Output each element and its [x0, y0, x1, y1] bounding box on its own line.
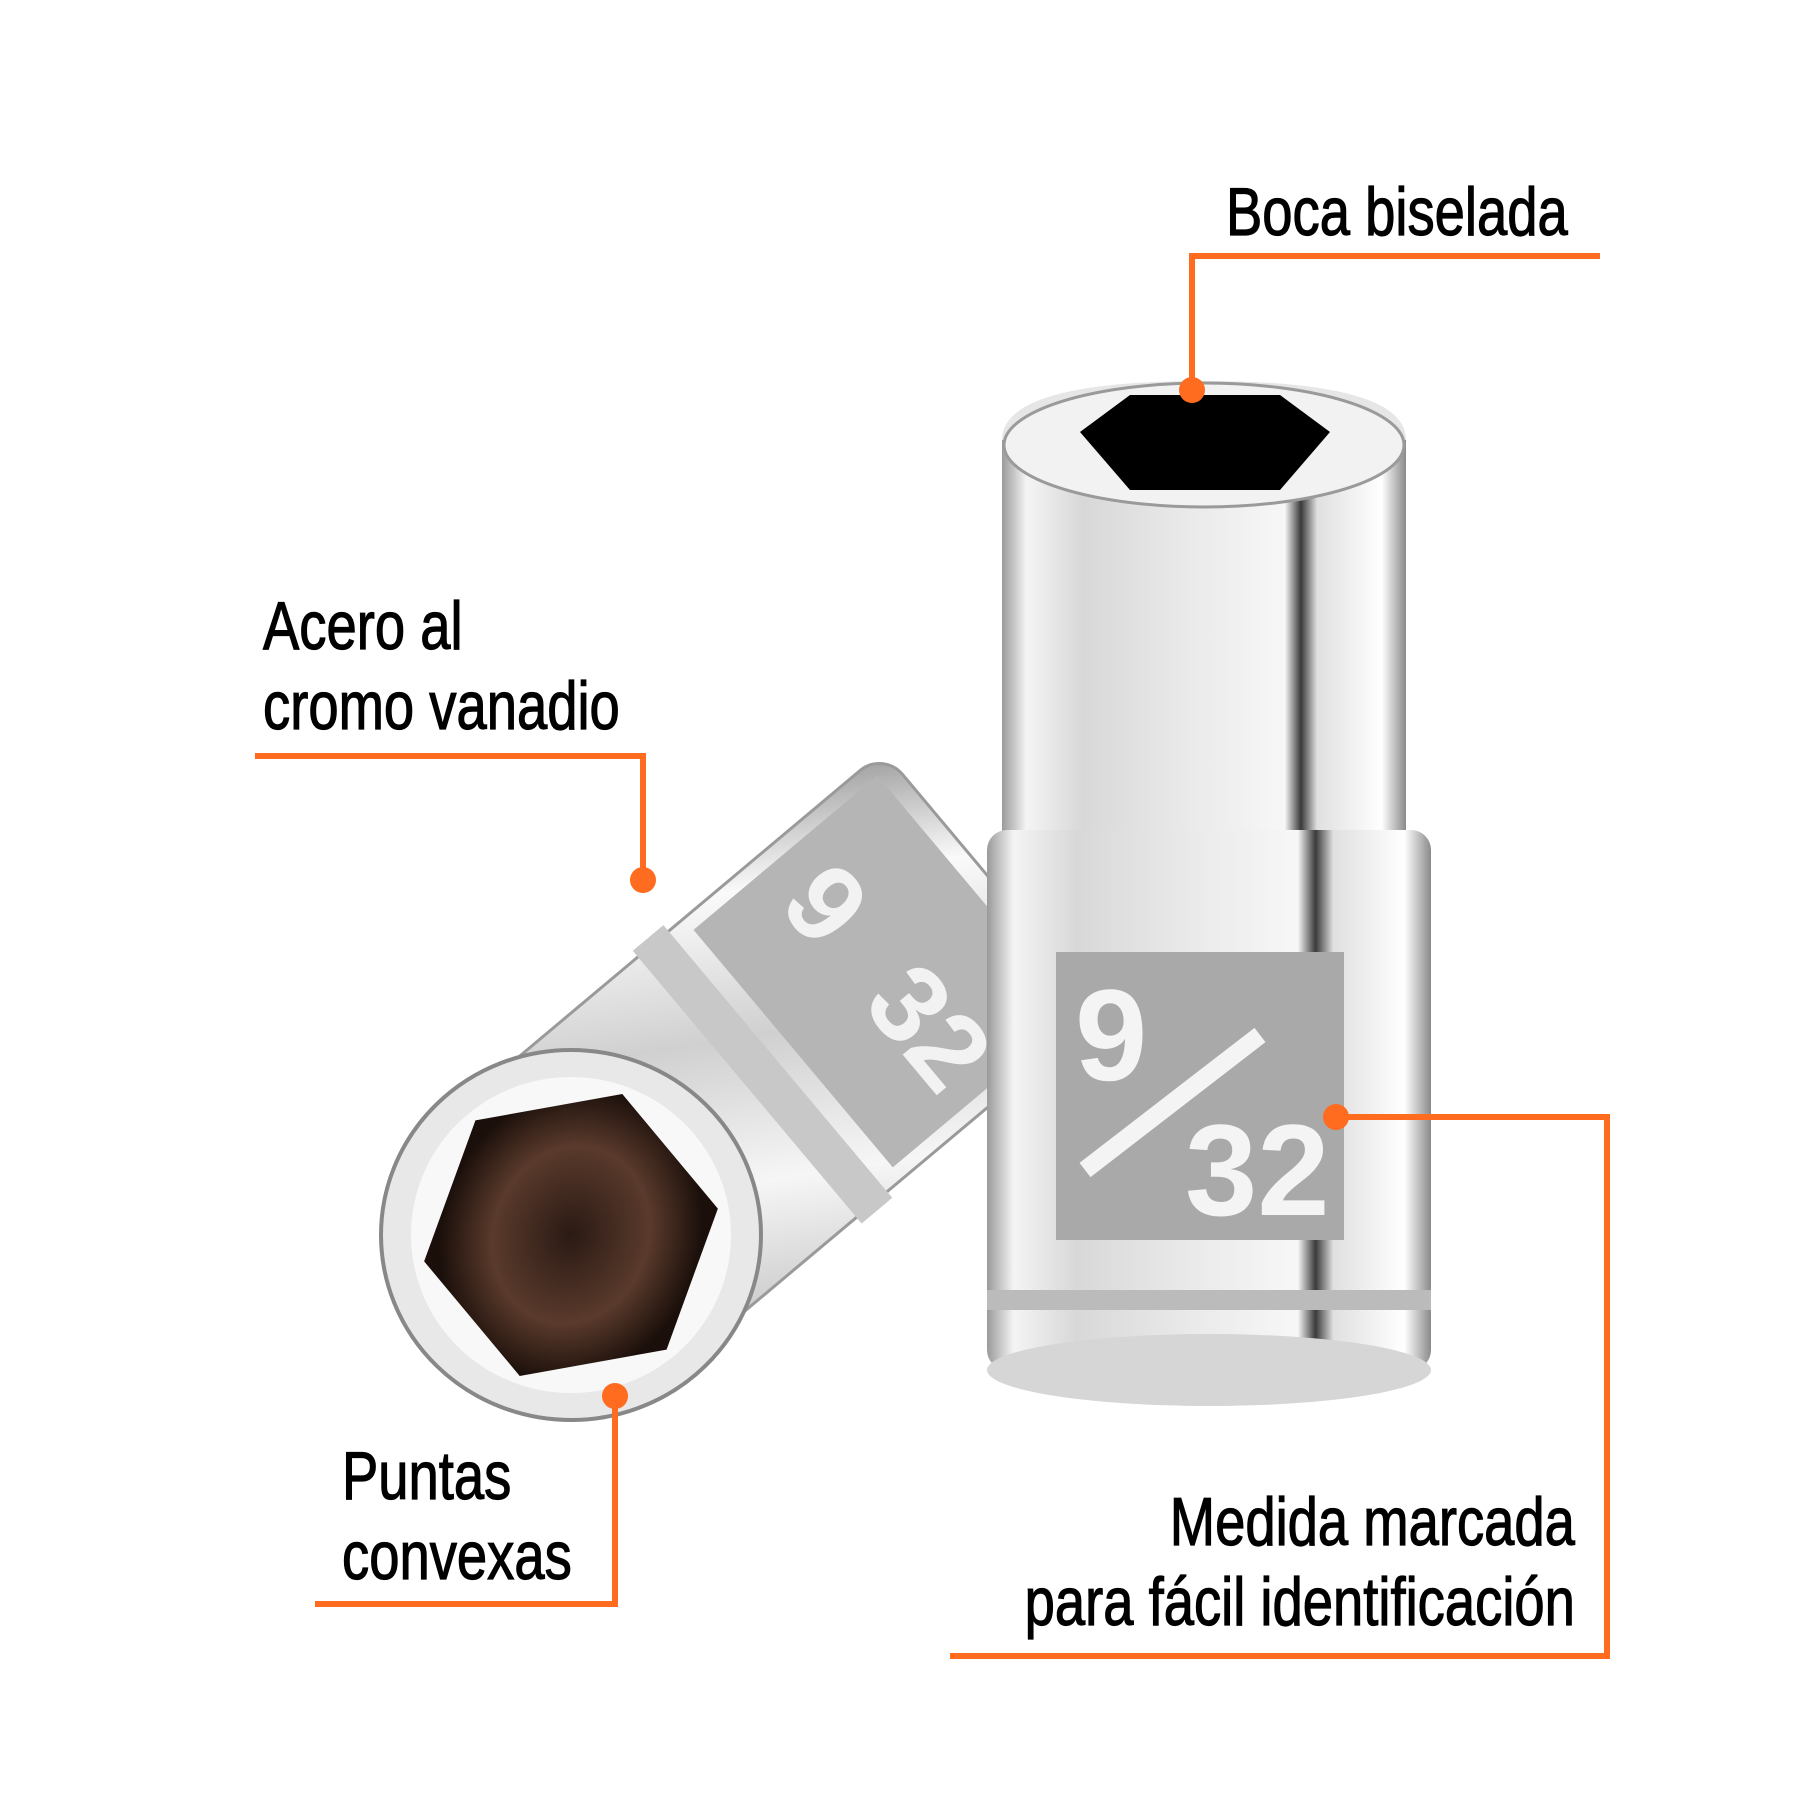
callout-text-line1: Medida marcada	[1169, 1483, 1575, 1560]
callout-medida-marcada: Medida marcada para fácil identificación	[1024, 1482, 1575, 1642]
leader-acero	[255, 753, 646, 880]
callout-text: Boca biselada	[1226, 173, 1569, 250]
callout-text-line1: Acero al	[263, 587, 464, 664]
socket-left: 9 32	[379, 762, 1091, 1422]
dot-puntas	[602, 1383, 628, 1409]
size-marking-right: 9 32	[1075, 962, 1330, 1243]
callout-text-line2: para fácil identificación	[1024, 1563, 1575, 1640]
callout-acero-cromo-vanadio: Acero al cromo vanadio	[263, 586, 621, 746]
callout-leaders	[255, 253, 1610, 1659]
socket-right: 9 32	[987, 381, 1431, 1406]
callout-text-line2: cromo vanadio	[263, 667, 621, 744]
marking-numerator: 9	[1075, 962, 1147, 1108]
dot-acero	[630, 867, 656, 893]
callout-text-line2: convexas	[342, 1517, 573, 1594]
dot-boca	[1179, 377, 1205, 403]
marking-denominator: 32	[1185, 1097, 1330, 1243]
callout-boca-biselada: Boca biselada	[1226, 172, 1569, 252]
leader-boca	[1189, 253, 1600, 390]
leader-puntas	[315, 1396, 618, 1607]
dot-medida	[1323, 1104, 1349, 1130]
leader-medida	[950, 1114, 1610, 1659]
callout-dots	[602, 377, 1349, 1409]
callout-puntas-convexas: Puntas convexas	[342, 1436, 573, 1596]
callout-text-line1: Puntas	[342, 1437, 512, 1514]
